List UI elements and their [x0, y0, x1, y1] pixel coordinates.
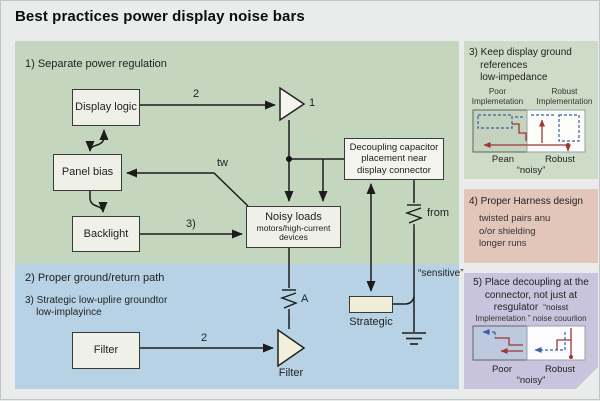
- poor-decoupling-outline: [473, 326, 527, 360]
- label-out3: 3): [186, 218, 196, 230]
- wire-tw: [126, 168, 249, 207]
- noisy-loads-box: Noisy loads motors/high-current devices: [246, 206, 341, 248]
- junction-dot: [286, 156, 292, 162]
- strategic-box: [349, 296, 393, 313]
- display-logic-label: Display logic: [75, 101, 137, 114]
- label-out2: 2: [193, 88, 200, 100]
- resistor-a-icon: [279, 289, 298, 314]
- thumbnail2-node-dot: [569, 355, 573, 359]
- label-filter-out: 2: [201, 332, 208, 344]
- label-tw: tw: [217, 157, 228, 169]
- harness-design-panel: 4) Proper Harness design twisted pairs a…: [464, 189, 598, 263]
- noisy-caption: “noisy”: [516, 165, 546, 176]
- robust-label2: Robust: [544, 364, 576, 375]
- resistor-from-icon: [404, 204, 423, 229]
- robust-label: Robust: [544, 154, 576, 165]
- harness-design-heading: 4) Proper Harness design: [469, 196, 583, 207]
- backlight-box: Backlight: [72, 216, 140, 252]
- thumbnail2-signal-traces: [483, 332, 565, 350]
- decoupling-box: Decoupling capacitor placement near disp…: [344, 138, 444, 180]
- strategic-box-label: Strategic: [349, 316, 393, 328]
- noisst-note: “noisst: [543, 302, 569, 312]
- decoupling-label: Decoupling capacitor placement near disp…: [349, 141, 439, 176]
- label-res-a: A: [301, 293, 309, 305]
- label-buffer1: 1: [309, 97, 316, 109]
- decoupling-subnote: Implemetation ” noise couurlion: [475, 314, 587, 323]
- thumbnail-noise-paths: [483, 119, 571, 152]
- label-res-from: from: [427, 207, 449, 219]
- decoupling-placement-heading: 5) Place decoupling at the connector, no…: [473, 277, 589, 301]
- thumbnail-signal-traces: [477, 114, 580, 142]
- panel-bias-box: Panel bias: [53, 154, 122, 191]
- robust-decoupling-outline: [527, 326, 585, 360]
- harness-design-body: twisted pairs anu o/or shielding longer …: [479, 213, 551, 250]
- ground-references-thumbnail: [472, 109, 586, 153]
- label-sensitive: “sensitive”: [418, 268, 464, 279]
- ground-icon: [402, 332, 426, 345]
- section1-label: 1) Separate power regulation: [25, 58, 167, 70]
- wire-panelbias-backlight: [89, 191, 108, 213]
- ground-references-heading: 3) Keep display ground references low-im…: [469, 47, 572, 83]
- filter-box: Filter: [72, 332, 140, 369]
- buffer-triangle-icon: [279, 86, 306, 122]
- filter-triangle-icon: [277, 328, 306, 368]
- robust-board-outline: [526, 109, 586, 153]
- section3-label: 3) Strategic low-uplire groundtor low-im…: [25, 295, 168, 318]
- wire-buffer-junction: [288, 120, 344, 160]
- noisy-loads-sublabel: motors/high-current devices: [256, 222, 331, 243]
- robust-implementation-header: Robust Implementation: [536, 87, 593, 107]
- page-title: Best practices power display noise bars: [15, 8, 305, 25]
- noisy-caption2: “noisy”: [516, 375, 546, 386]
- decoupling-placement-panel: 5) Place decoupling at the connector, no…: [464, 273, 598, 389]
- display-logic-box: Display logic: [72, 89, 140, 126]
- ground-references-panel: 3) Keep display ground references low-im…: [464, 41, 598, 179]
- noisy-loads-label: Noisy loads: [265, 211, 322, 224]
- filter-box-label: Filter: [93, 344, 119, 357]
- section2-label: 2) Proper ground/return path: [25, 272, 165, 284]
- thumbnail2-noise-paths: [495, 328, 571, 357]
- poor-implementation-header: Poor Implemetation: [471, 87, 524, 107]
- pean-label: Pean: [491, 154, 515, 165]
- panel-bias-label: Panel bias: [61, 166, 114, 179]
- wire-strategic-rail: [393, 296, 415, 305]
- thumbnail-node-dot: [566, 143, 570, 147]
- wire-display-panelbias: [85, 129, 109, 152]
- label-filter-triangle: Filter: [278, 367, 304, 379]
- backlight-label: Backlight: [83, 227, 129, 240]
- decoupling-thumbnail: [471, 324, 591, 364]
- poor-label: Poor: [491, 364, 513, 375]
- resgulator-word: resgulator: [493, 302, 539, 313]
